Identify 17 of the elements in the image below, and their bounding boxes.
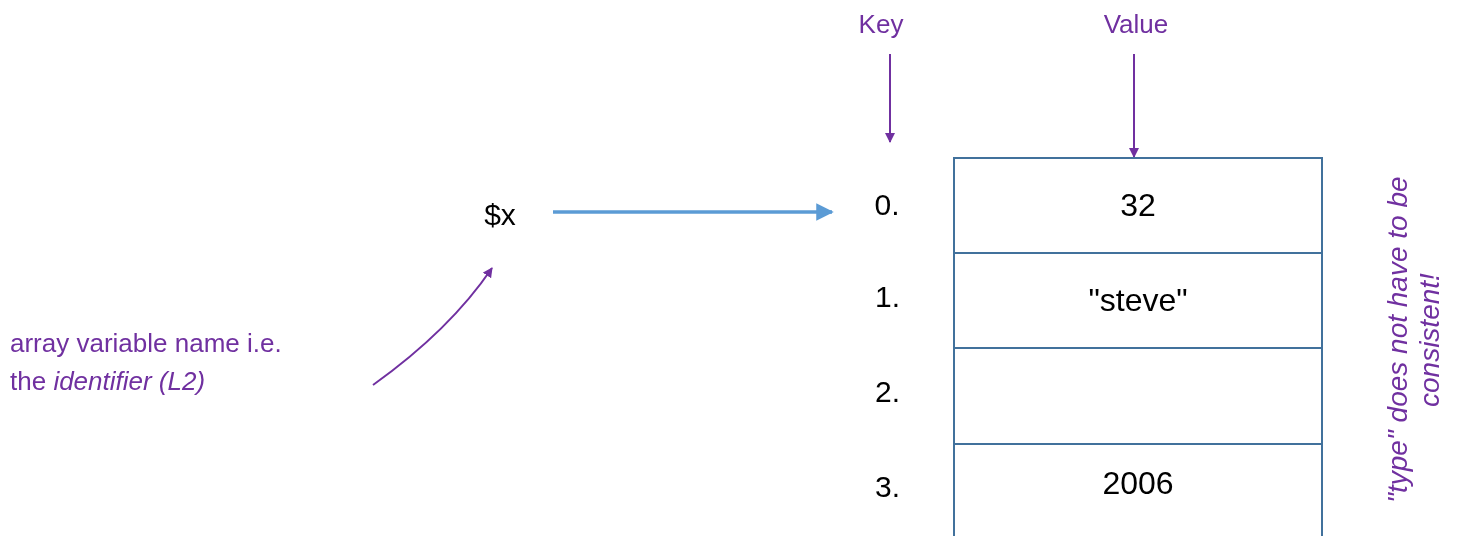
note-text: "type" does not have to be consistent! bbox=[1382, 175, 1447, 506]
arrow bbox=[372, 267, 493, 386]
array-cell bbox=[953, 347, 1323, 445]
array-cell: "steve" bbox=[953, 252, 1323, 349]
arrow bbox=[553, 203, 834, 221]
arrow bbox=[885, 53, 895, 143]
key-index: 3. bbox=[875, 470, 901, 504]
arrow bbox=[1129, 53, 1139, 158]
key-index: 2. bbox=[875, 375, 901, 409]
key-index: 0. bbox=[874, 188, 900, 222]
column-heading: Key bbox=[858, 8, 904, 40]
key-index: 1. bbox=[875, 280, 901, 314]
array-cell: 32 bbox=[953, 157, 1323, 254]
column-heading: Value bbox=[1103, 8, 1169, 40]
annotation-text: array variable name i.e. the identifier (L2) bbox=[10, 327, 283, 398]
variable-name: $x bbox=[484, 198, 516, 232]
array-cell: 2006 bbox=[953, 443, 1323, 536]
